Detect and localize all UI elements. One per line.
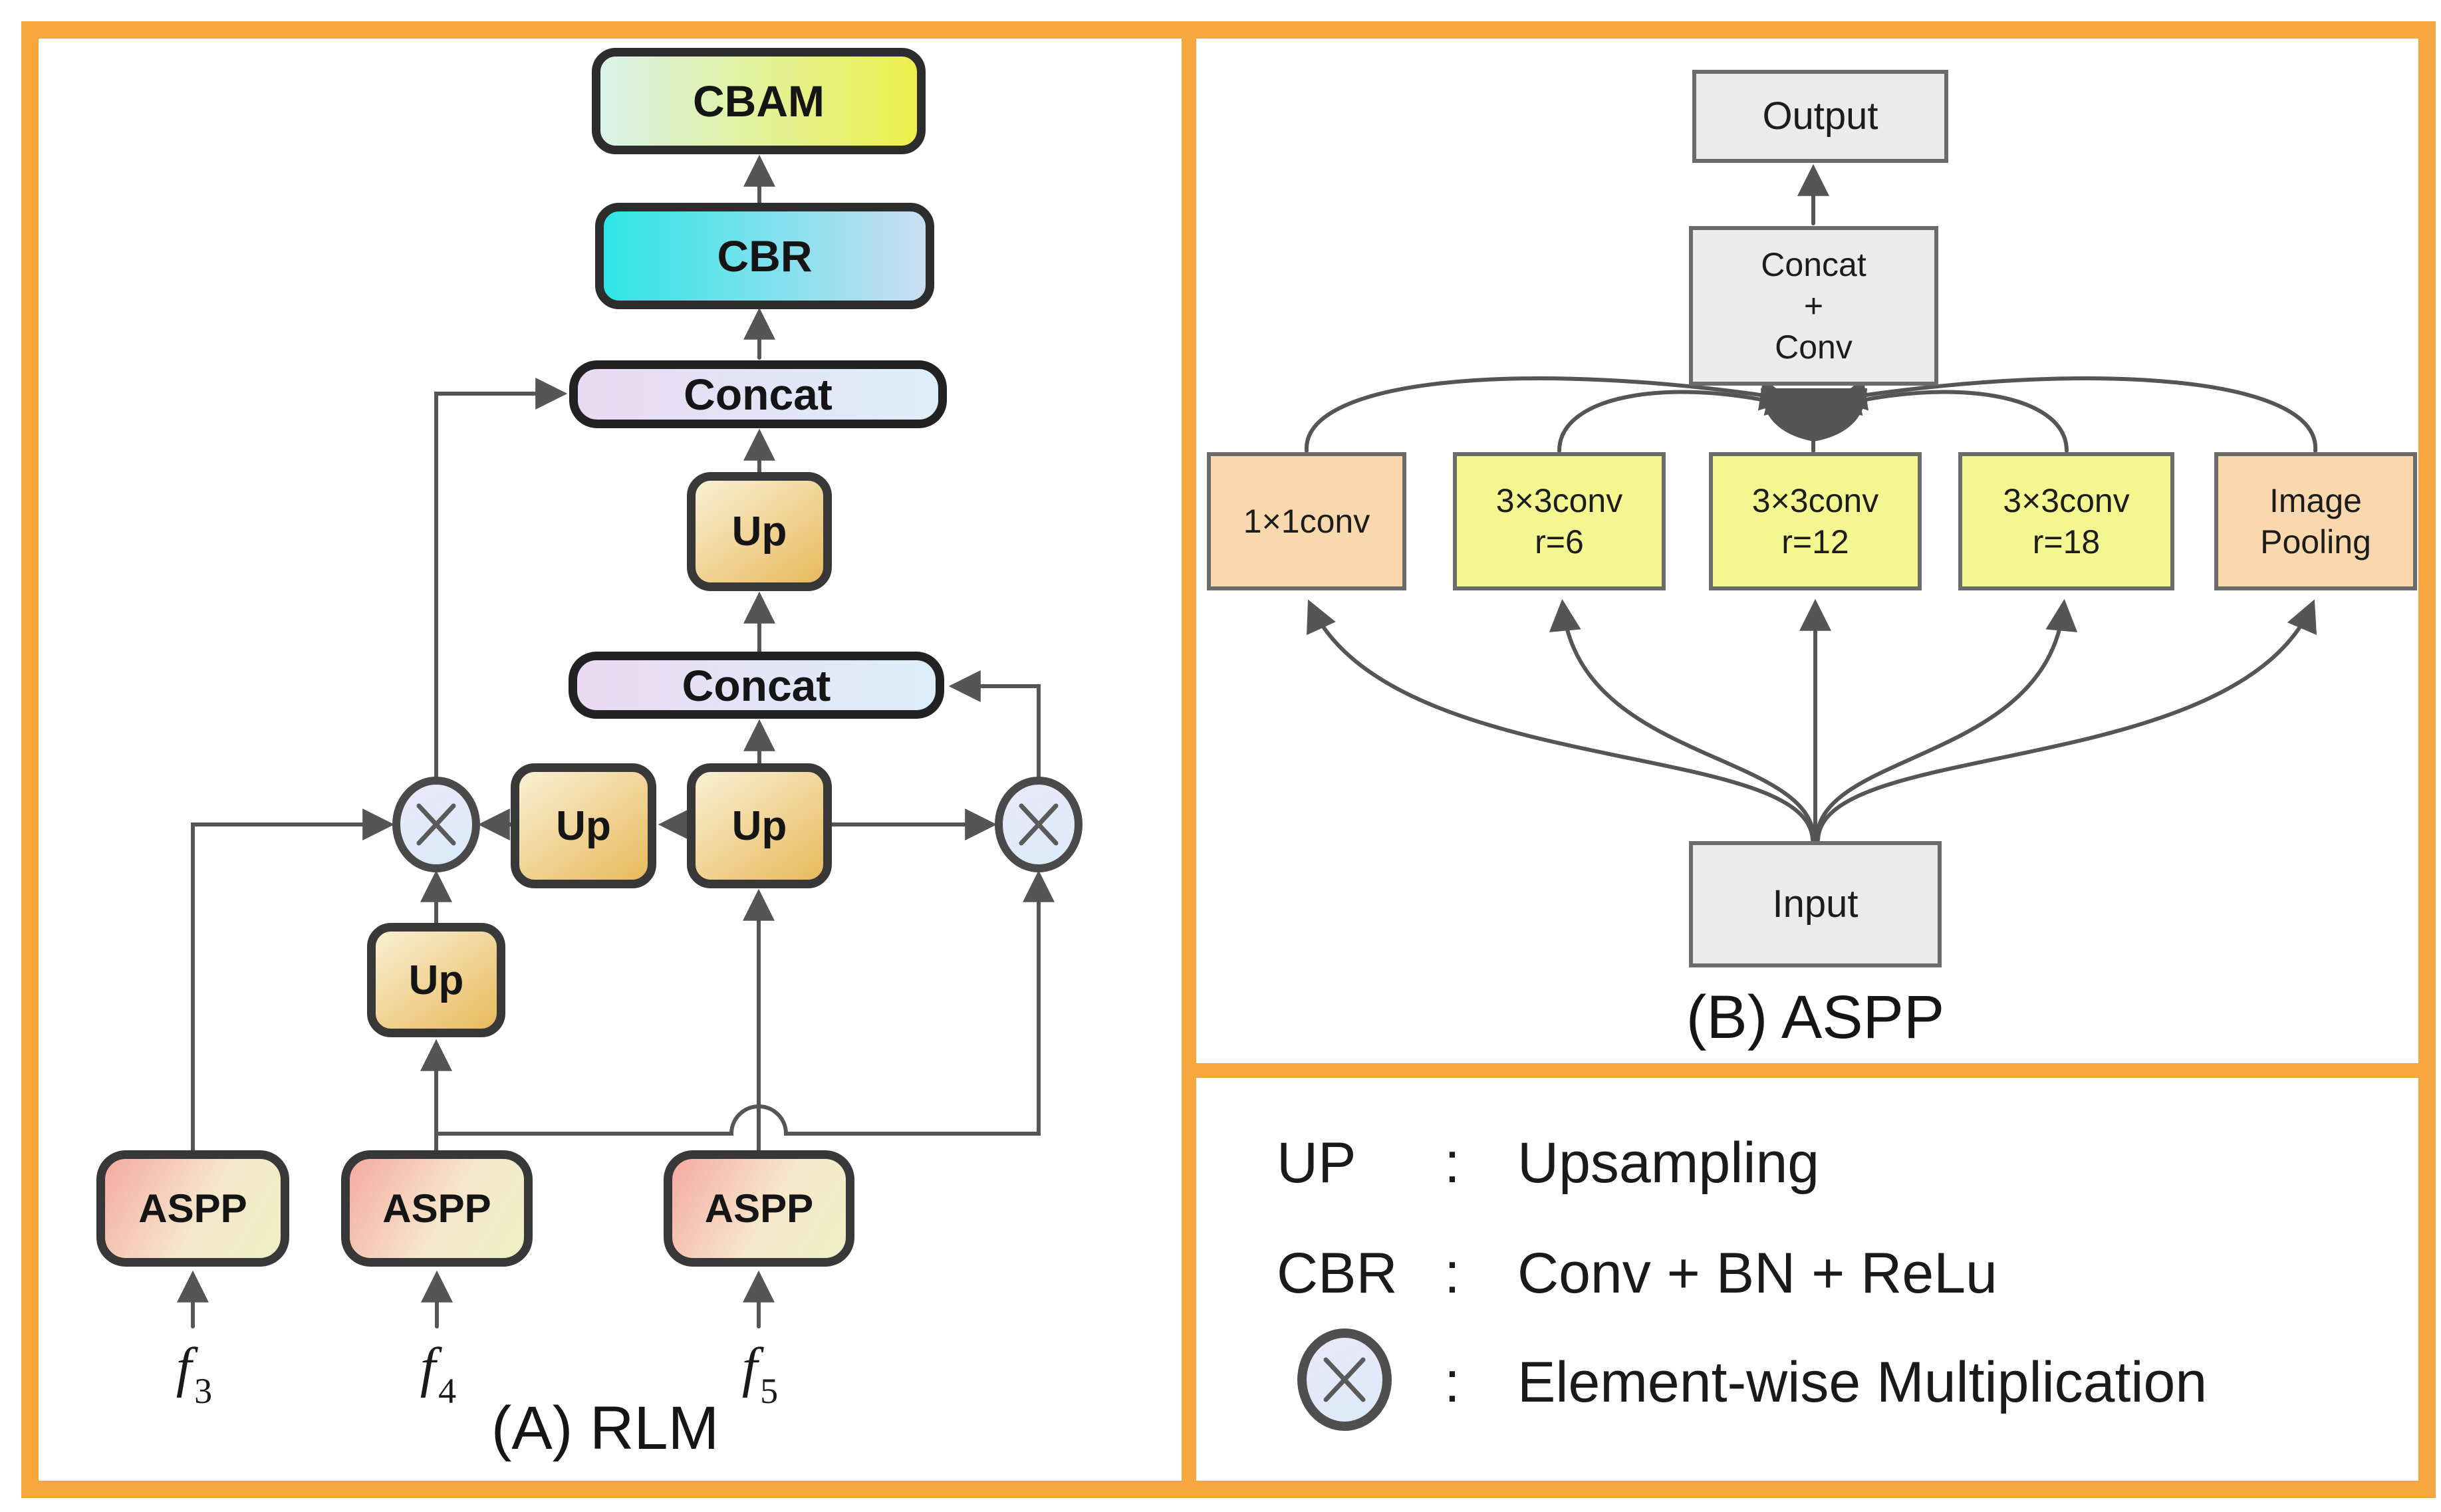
concat-mid-label: Concat — [682, 660, 831, 710]
up-top-box: Up — [687, 472, 832, 591]
f3-base: f — [176, 1336, 192, 1398]
aspp-f5-box: ASPP — [664, 1150, 854, 1267]
concat-top-label: Concat — [684, 370, 833, 419]
output-box: Output — [1692, 70, 1948, 163]
legend-multiply-icon — [1297, 1328, 1392, 1431]
panel-b-caption: (B) ASPP — [1686, 983, 1945, 1051]
curve-input-to-conv2 — [1549, 598, 1816, 842]
conv-3x3-r6-line2: r=6 — [1535, 523, 1584, 561]
multiply-left-icon — [392, 777, 480, 872]
arrow-fan-blob — [1761, 388, 1867, 441]
curve-input-to-conv4 — [1815, 598, 2078, 842]
legend-cbr-definition: Conv + BN + ReLu — [1517, 1241, 1997, 1305]
up-top-label: Up — [731, 509, 787, 555]
image-pooling-line1: Image — [2269, 482, 2362, 519]
cbr-box: CBR — [595, 203, 934, 309]
cbam-label: CBAM — [693, 76, 825, 126]
conv-1x1-box: 1×1conv — [1207, 452, 1406, 590]
curve-conv1-to-concat — [1304, 376, 1793, 453]
conv-3x3-r6-line1: 3×3conv — [1495, 482, 1623, 519]
aspp-f3-label: ASPP — [138, 1186, 247, 1231]
up-lower-label: Up — [408, 957, 464, 1003]
legend-up-definition: Upsampling — [1517, 1131, 1820, 1195]
curve-conv5-to-concat — [1834, 376, 2318, 453]
curve-input-to-conv1 — [1307, 599, 1815, 842]
arrow-aspp4-branch-to-multright — [434, 870, 1055, 1136]
concat-conv-box: Concat + Conv — [1689, 226, 1938, 386]
image-pooling-box: Image Pooling — [2214, 452, 2417, 590]
f4-sub: 4 — [438, 1371, 457, 1411]
conv-3x3-r12-line2: r=12 — [1781, 523, 1849, 561]
concat-conv-line2: + — [1803, 287, 1824, 324]
legend-cbr-colon: : — [1444, 1241, 1460, 1305]
conv-1x1-label: 1×1conv — [1243, 503, 1370, 540]
input-label: Input — [1772, 882, 1859, 926]
panel-a-connectors — [177, 154, 1055, 1328]
input-box: Input — [1689, 841, 1942, 967]
f5-base: f — [741, 1336, 758, 1398]
aspp-f4-box: ASPP — [341, 1150, 533, 1267]
up-mid-left-label: Up — [556, 803, 611, 849]
up-lower-box: Up — [367, 923, 505, 1037]
conv-3x3-r6-box: 3×3conv r=6 — [1453, 452, 1666, 590]
concat-top-box: Concat — [569, 360, 947, 428]
cbr-label: CBR — [717, 231, 813, 281]
up-mid-right-label: Up — [731, 803, 787, 849]
conv-3x3-r18-box: 3×3conv r=18 — [1958, 452, 2174, 590]
up-mid-left-box: Up — [511, 763, 656, 888]
concat-mid-box: Concat — [569, 652, 944, 719]
image-pooling-line2: Pooling — [2260, 523, 2371, 561]
legend-cbr-term: CBR — [1277, 1241, 1398, 1305]
curve-input-to-conv5 — [1816, 599, 2317, 842]
arrow-multleft-to-concat1 — [434, 378, 568, 781]
f3-sub: 3 — [194, 1371, 213, 1411]
multiply-right-icon — [995, 777, 1083, 872]
conv-3x3-r12-box: 3×3conv r=12 — [1709, 452, 1922, 590]
panel-frame — [21, 21, 2436, 1498]
legend-mult-definition: Element-wise Multiplication — [1517, 1350, 2208, 1414]
output-label: Output — [1762, 94, 1878, 138]
curve-conv2-to-concat — [1557, 384, 1799, 453]
panel-a-caption: (A) RLM — [491, 1394, 719, 1462]
f5-sub: 5 — [760, 1371, 779, 1411]
legend-up-colon: : — [1444, 1131, 1460, 1195]
curve-conv4-to-concat — [1828, 384, 2069, 453]
concat-conv-line1: Concat — [1761, 246, 1866, 283]
aspp-f5-label: ASPP — [704, 1186, 814, 1231]
arrow-multright-to-concat2 — [948, 670, 1041, 781]
panel-b-connectors — [1304, 164, 2318, 842]
f4-base: f — [420, 1336, 436, 1398]
conv-3x3-r18-line1: 3×3conv — [2003, 482, 2130, 519]
aspp-f4-label: ASPP — [382, 1186, 491, 1231]
arrow-aspp3-to-multleft — [191, 809, 395, 1152]
concat-conv-line3: Conv — [1775, 328, 1853, 366]
conv-3x3-r18-line2: r=18 — [2032, 523, 2101, 561]
cbam-box: CBAM — [592, 48, 926, 154]
up-mid-right-box: Up — [687, 763, 832, 888]
legend-up-term: UP — [1277, 1131, 1356, 1195]
legend-mult-colon: : — [1444, 1350, 1460, 1414]
conv-3x3-r12-line1: 3×3conv — [1751, 482, 1879, 519]
aspp-f3-box: ASPP — [96, 1150, 289, 1267]
